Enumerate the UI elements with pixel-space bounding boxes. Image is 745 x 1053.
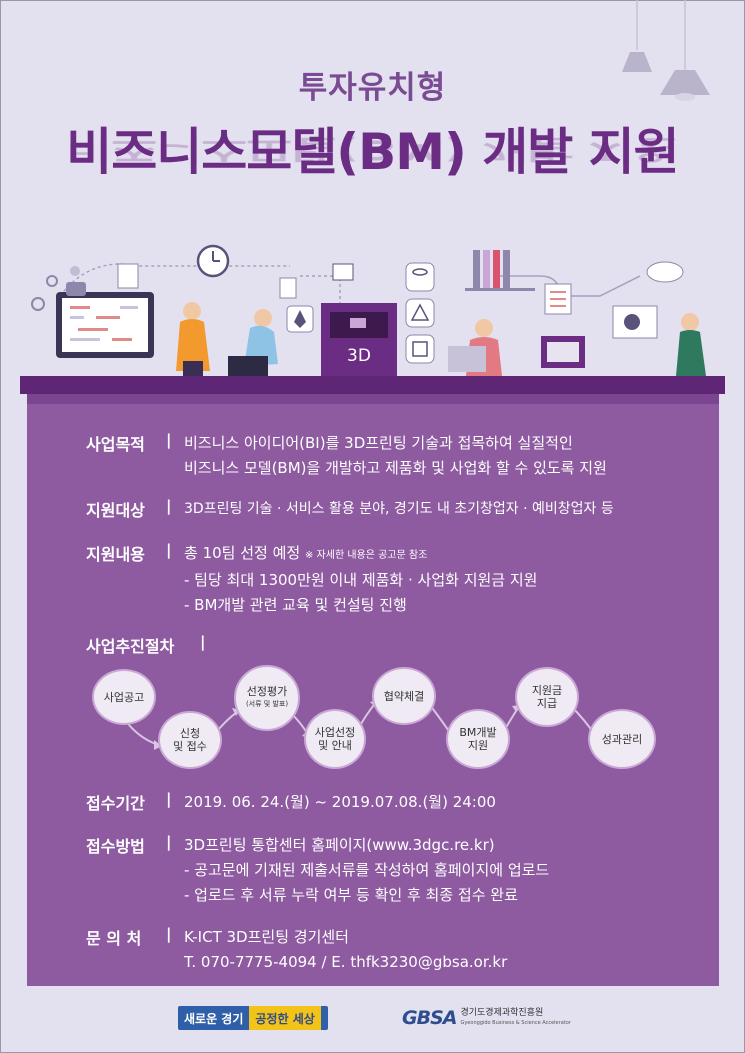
process-step-5: 협약체결 xyxy=(372,667,436,725)
contact-line-1: K-ICT 3D프린팅 경기센터 xyxy=(184,928,349,946)
method-line-3: - 업로드 후 서류 누락 여부 등 확인 후 최종 접수 완료 xyxy=(184,886,518,904)
process-step-7: 지원금 지급 xyxy=(515,667,579,727)
method-line-2: - 공고문에 기재된 제출서류를 작성하여 홈페이지에 업로드 xyxy=(184,861,550,879)
section-contact-label: 문 의 처 xyxy=(86,929,142,948)
printer-3d-label: 3D xyxy=(347,346,371,366)
section-target-label: 지원대상 xyxy=(86,501,145,520)
content-line-3: - BM개발 관련 교육 및 컨설팅 진행 xyxy=(184,596,407,614)
process-step-1: 사업공고 xyxy=(92,669,156,725)
target-line-1: 3D프린팅 기술 · 서비스 활용 분야, 경기도 내 초기창업자 · 예비창업… xyxy=(184,501,614,517)
separator: | xyxy=(166,497,172,515)
desk-surface xyxy=(20,376,725,394)
section-purpose-label: 사업목적 xyxy=(86,435,145,454)
ceiling-lamps-icon xyxy=(622,0,710,101)
gyeonggi-slogan-logo: 새로운 경기 공정한 세상 xyxy=(178,1006,328,1030)
org-sub: Gyeonggido Business & Science Accelerato… xyxy=(460,1020,571,1026)
section-process-label: 사업추진절차 xyxy=(86,637,175,656)
process-step-8: 성과관리 xyxy=(588,709,656,769)
process-step-2: 신청 및 접수 xyxy=(158,711,222,769)
separator: | xyxy=(166,431,172,449)
gbsa-logo: GBSA 경기도경제과학진흥원 Gyeonggido Business & Sc… xyxy=(402,1006,592,1030)
info-panel-shadow xyxy=(27,394,719,404)
section-period-label: 접수기간 xyxy=(86,794,145,813)
contact-line-2: T. 070-7775-4094 / E. thfk3230@gbsa.or.k… xyxy=(184,953,508,971)
section-method-label: 접수방법 xyxy=(86,837,145,856)
purpose-line-1: 비즈니스 아이디어(BI)를 3D프린팅 기술과 접목하여 실질적인 xyxy=(184,434,573,452)
process-step-4: 사업선정 및 안내 xyxy=(304,709,366,769)
period-line-1: 2019. 06. 24.(월) ~ 2019.07.08.(월) 24:00 xyxy=(184,793,496,811)
slogan-right: 공정한 세상 xyxy=(249,1006,321,1030)
method-line-1: 3D프린팅 통합센터 홈페이지(www.3dgc.re.kr) xyxy=(184,836,495,854)
poster-title-reflection: 비즈니스모델(BM) 개발 지원 xyxy=(66,134,679,166)
separator: | xyxy=(200,633,206,651)
purpose-line-2: 비즈니스 모델(BM)을 개발하고 제품화 및 사업화 할 수 있도록 지원 xyxy=(184,459,607,477)
process-step-3: 선정평가(서류 및 발표) xyxy=(234,665,300,731)
content-line-1: 총 10팀 선정 예정 xyxy=(184,544,301,562)
separator: | xyxy=(166,790,172,808)
separator: | xyxy=(166,833,172,851)
poster-subtitle: 투자유치형 xyxy=(298,70,447,106)
section-content-label: 지원내용 xyxy=(86,545,145,564)
content-note: ※ 자세한 내용은 공고문 참조 xyxy=(304,550,428,561)
office-illustration: 3D xyxy=(31,244,706,376)
content-line-2: - 팀당 최대 1300만원 이내 제품화 · 사업화 지원금 지원 xyxy=(184,571,538,589)
separator: | xyxy=(166,925,172,943)
org-name: 경기도경제과학진흥원 xyxy=(460,1008,544,1018)
separator: | xyxy=(166,541,172,559)
slogan-left: 새로운 경기 xyxy=(184,1011,244,1026)
process-step-6: BM개발 지원 xyxy=(446,709,510,769)
gbsa-logo-mark: GBSA xyxy=(402,1007,457,1029)
poster-title: 비즈니스모델(BM) 개발 지원 xyxy=(66,123,679,181)
